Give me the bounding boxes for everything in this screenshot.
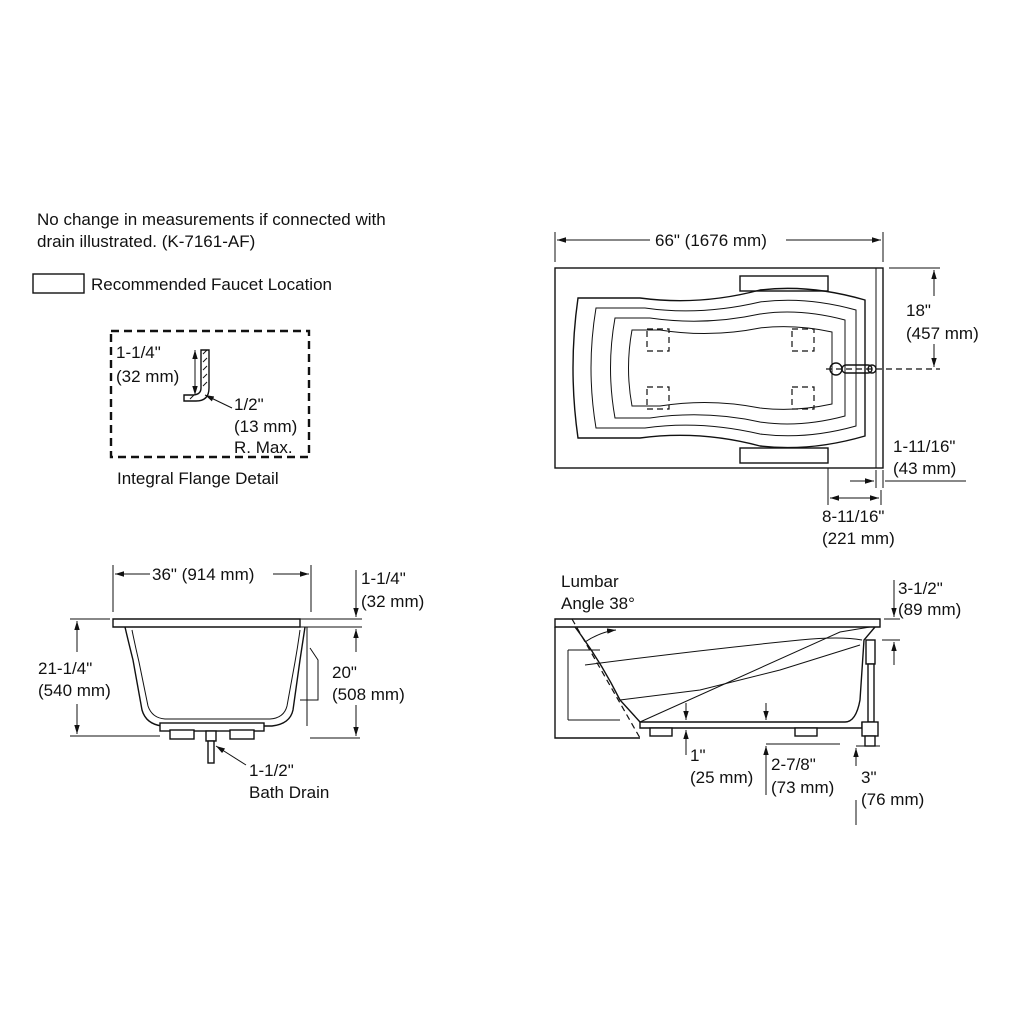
flange-detail-frame bbox=[109, 329, 311, 459]
jet-2 bbox=[791, 328, 815, 352]
end-view: 36" (914 mm) 1-1/2" Bath Drain 21-1/4" (… bbox=[38, 565, 424, 802]
flange-radius-in: 1/2" bbox=[234, 395, 264, 414]
side-base-in: 1" bbox=[690, 746, 706, 765]
end-drain-label: Bath Drain bbox=[249, 783, 329, 802]
end-depth-mm: (508 mm) bbox=[332, 685, 405, 704]
end-height-mm: (540 mm) bbox=[38, 681, 111, 700]
jet-4 bbox=[791, 386, 815, 410]
jet-1 bbox=[646, 328, 670, 352]
side-lumbar-line1: Lumbar bbox=[561, 572, 619, 591]
top-drain-offset-mm: (457 mm) bbox=[906, 324, 979, 343]
side-rim-in: 3-1/2" bbox=[898, 579, 943, 598]
side-rim-mm: (89 mm) bbox=[898, 600, 961, 619]
end-height-in: 21-1/4" bbox=[38, 659, 92, 678]
side-floor-mm: (73 mm) bbox=[771, 778, 834, 797]
side-view: Lumbar Angle 38° 3-1/2" (89 mm) bbox=[554, 572, 961, 825]
flange-height-in: 1-1/4" bbox=[116, 343, 161, 362]
side-overflow-pipe bbox=[865, 639, 876, 665]
flange-height-mm: (32 mm) bbox=[116, 367, 179, 386]
side-drain-mm: (76 mm) bbox=[861, 790, 924, 809]
integral-flange-detail: 1-1/4" (32 mm) 1/2" (13 mm) R. Max. Inte… bbox=[109, 329, 311, 488]
side-lumbar-line2: Angle 38° bbox=[561, 594, 635, 613]
end-drain-in: 1-1/2" bbox=[249, 761, 294, 780]
side-drain-fitting bbox=[861, 721, 879, 737]
top-view: 66" (1676 mm) 18" (457 mm) bbox=[554, 231, 979, 548]
side-floor-in: 2-7/8" bbox=[771, 755, 816, 774]
top-width-label: 66" (1676 mm) bbox=[655, 231, 767, 250]
faucet-legend-swatch bbox=[32, 273, 85, 294]
side-base-mm: (25 mm) bbox=[690, 768, 753, 787]
flange-radius-note: R. Max. bbox=[234, 438, 293, 457]
note-line-1: No change in measurements if connected w… bbox=[37, 210, 386, 229]
end-drain-pipe bbox=[207, 740, 215, 764]
side-deck bbox=[554, 618, 881, 628]
faucet-location-top bbox=[739, 275, 829, 292]
basin-rim-outline bbox=[572, 287, 866, 449]
flange-detail-caption: Integral Flange Detail bbox=[117, 469, 279, 488]
side-tub-body bbox=[574, 626, 876, 723]
top-drain-offset-in: 18" bbox=[906, 301, 931, 320]
end-depth-in: 20" bbox=[332, 663, 357, 682]
end-tub-body bbox=[124, 626, 306, 727]
tub-deck-outline bbox=[554, 267, 884, 469]
faucet-location-bottom bbox=[739, 447, 829, 464]
note-line-2: drain illustrated. (K-7161-AF) bbox=[37, 232, 255, 251]
jet-3 bbox=[646, 386, 670, 410]
faucet-legend-label: Recommended Faucet Location bbox=[91, 275, 332, 294]
top-rim-in: 1-11/16" bbox=[893, 437, 955, 456]
end-flange-mm: (32 mm) bbox=[361, 592, 424, 611]
end-deck bbox=[112, 618, 301, 628]
end-width-label: 36" (914 mm) bbox=[152, 565, 254, 584]
notes: No change in measurements if connected w… bbox=[32, 210, 386, 294]
flange-radius-mm: (13 mm) bbox=[234, 417, 297, 436]
top-drain-center-in: 8-11/16" bbox=[822, 507, 884, 526]
end-drain-fitting bbox=[205, 730, 217, 742]
flange-profile bbox=[183, 349, 210, 402]
top-rim-mm: (43 mm) bbox=[893, 459, 956, 478]
top-drain-center-mm: (221 mm) bbox=[822, 529, 895, 548]
side-drain-in: 3" bbox=[861, 768, 877, 787]
end-flange-in: 1-1/4" bbox=[361, 569, 406, 588]
